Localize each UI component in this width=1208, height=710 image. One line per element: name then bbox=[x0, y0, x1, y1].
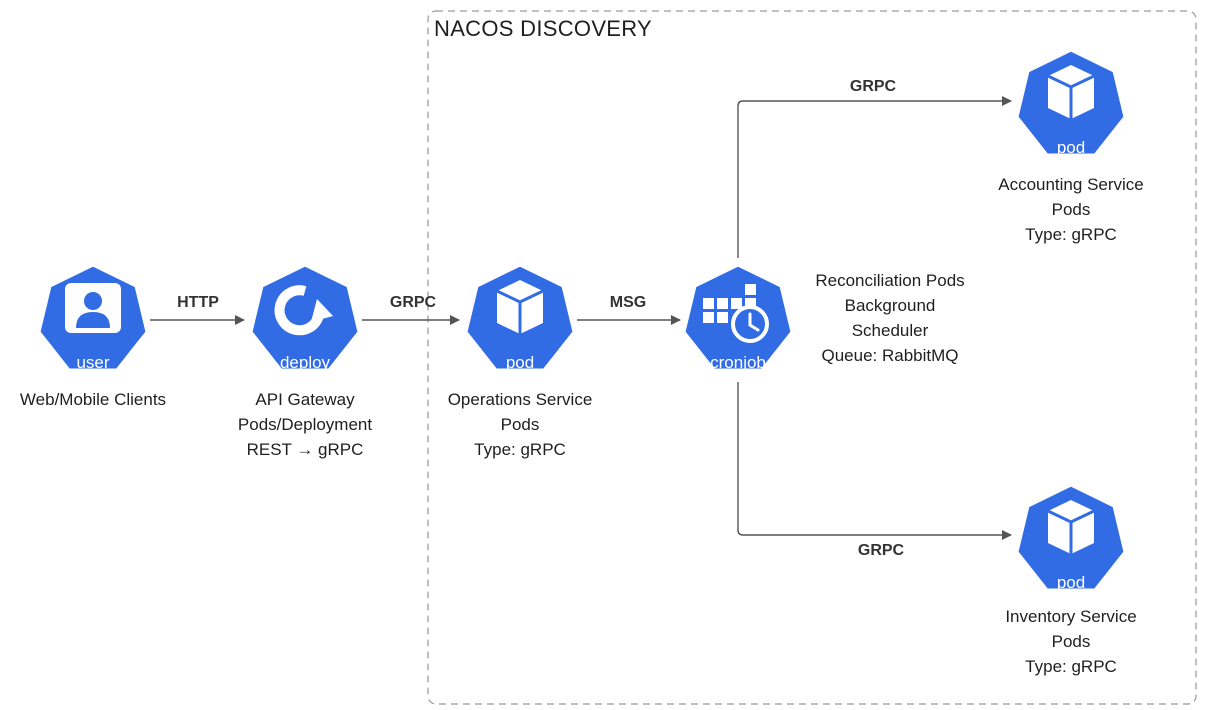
cronjob-node[interactable]: cronjob bbox=[682, 263, 794, 372]
caption-line: Inventory Service bbox=[1005, 607, 1137, 626]
node-icon-label: deploy bbox=[280, 353, 331, 372]
cluster-boundary bbox=[427, 10, 1197, 705]
accounting-pod-node[interactable]: pod bbox=[1015, 48, 1127, 157]
deploy-node[interactable]: deploy bbox=[249, 263, 361, 372]
node-icon-label: cronjob bbox=[710, 353, 766, 372]
caption-line: API Gateway bbox=[255, 390, 355, 409]
edge-label-http: HTTP bbox=[177, 294, 219, 311]
caption-line: Accounting Service bbox=[998, 175, 1144, 194]
caption-line: Pods bbox=[1051, 200, 1091, 219]
edge-label-grpc: GRPC bbox=[857, 542, 905, 559]
pod-icon bbox=[1047, 500, 1095, 554]
caption-line: Background bbox=[844, 296, 936, 315]
node-caption-inventory: Inventory Service Pods Type: gRPC bbox=[971, 604, 1171, 679]
caption-line: Type: gRPC bbox=[1025, 225, 1117, 244]
edge-label-grpc: GRPC bbox=[849, 78, 897, 95]
node-caption-clients: Web/Mobile Clients bbox=[0, 387, 186, 412]
node-icon-label: user bbox=[76, 353, 109, 372]
edge-label-msg: MSG bbox=[609, 294, 647, 311]
caption-line: Queue: RabbitMQ bbox=[821, 346, 959, 365]
node-caption-accounting: Accounting Service Pods Type: gRPC bbox=[971, 172, 1171, 247]
caption-line: Operations Service bbox=[447, 390, 593, 409]
user-node[interactable]: user bbox=[37, 263, 149, 372]
caption-line: Pods bbox=[1051, 632, 1091, 651]
node-icon-label: pod bbox=[1057, 573, 1085, 592]
edge-grpc-inventory bbox=[737, 382, 1012, 540]
caption-line: Type: gRPC bbox=[1025, 657, 1117, 676]
pod-icon bbox=[1047, 65, 1095, 119]
operations-pod-node[interactable]: pod bbox=[464, 263, 576, 372]
node-icon-label: pod bbox=[1057, 138, 1085, 157]
cronjob-icon bbox=[703, 284, 769, 343]
edges bbox=[150, 96, 1012, 540]
node-icon-label: pod bbox=[506, 353, 534, 372]
caption-line: Reconciliation Pods bbox=[815, 271, 965, 290]
inventory-pod-node[interactable]: pod bbox=[1015, 483, 1127, 592]
caption-line: REST → gRPC bbox=[246, 440, 364, 459]
caption-line: Scheduler bbox=[851, 321, 929, 340]
edge-grpc-accounting bbox=[737, 96, 1012, 258]
caption-line: Type: gRPC bbox=[474, 440, 566, 459]
caption-line: Web/Mobile Clients bbox=[19, 390, 167, 409]
node-caption-reconciliation: Reconciliation Pods Background Scheduler… bbox=[790, 268, 990, 368]
deploy-icon bbox=[274, 285, 333, 336]
caption-line: Pods bbox=[500, 415, 540, 434]
caption-line: Pods/Deployment bbox=[237, 415, 373, 434]
node-caption-gateway: API Gateway Pods/Deployment REST → gRPC bbox=[205, 387, 405, 462]
node-caption-operations: Operations Service Pods Type: gRPC bbox=[420, 387, 620, 462]
user-icon bbox=[65, 283, 121, 333]
edge-label-grpc: GRPC bbox=[389, 294, 437, 311]
cluster-title: NACOS DISCOVERY bbox=[434, 16, 653, 41]
pod-icon bbox=[496, 280, 544, 334]
